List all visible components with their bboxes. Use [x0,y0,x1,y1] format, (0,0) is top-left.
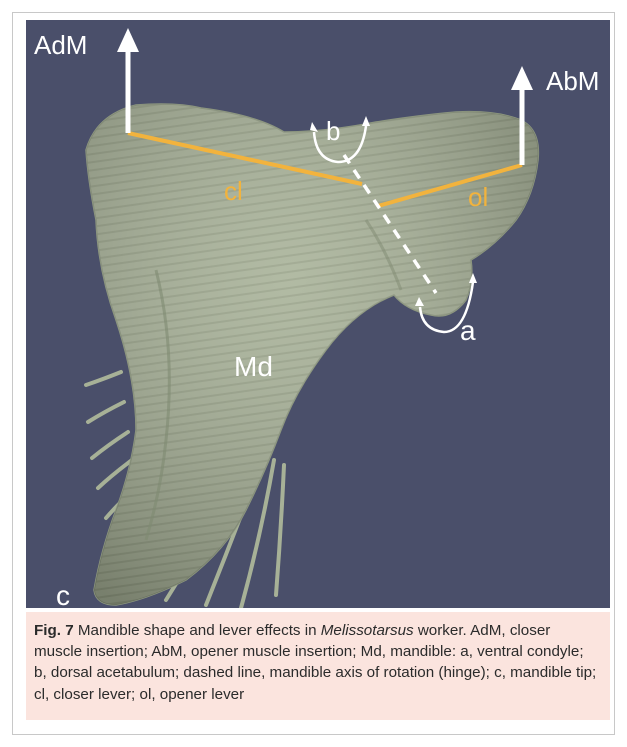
closer-lever-line [127,131,363,186]
label-cl: cl [224,176,243,206]
label-a: a [460,315,476,346]
figure-number: Fig. 7 [34,622,74,639]
abm-arrow [511,66,533,165]
figure-caption: Fig. 7 Mandible shape and lever effects … [34,620,600,705]
label-adm: AdM [34,30,87,60]
label-md: Md [234,351,273,382]
label-abm: AbM [546,66,599,96]
figure-panel: AdM AbM b cl ol a Md c [26,20,610,608]
rotation-arc-a [415,273,477,334]
species-name: Melissotarsus [320,622,414,639]
adm-arrow [117,28,139,133]
rotation-arc-b [310,116,370,164]
caption-text-1: Mandible shape and lever effects in [73,622,321,639]
opener-lever-line [377,163,523,208]
label-c: c [56,580,70,608]
hinge-axis-dashed [342,154,438,294]
mandible-illustration: AdM AbM b cl ol a Md c [34,28,599,608]
caption-text-2: worker. AdM, closer muscle insertion; Ab… [34,622,597,703]
caption-box: Fig. 7 Mandible shape and lever effects … [26,612,610,720]
label-ol: ol [468,182,488,212]
label-b: b [326,116,340,146]
